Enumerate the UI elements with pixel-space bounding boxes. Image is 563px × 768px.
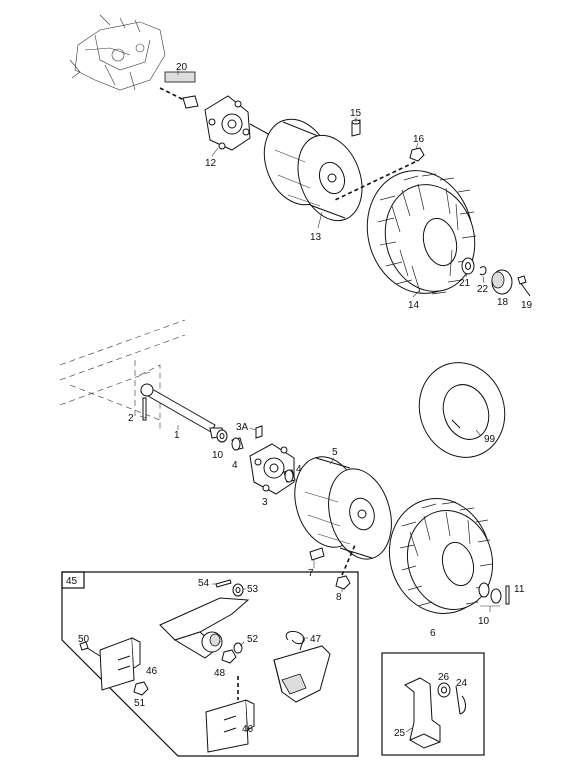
rim-13: [263, 118, 363, 222]
hub-12: [204, 95, 271, 151]
callout-5: 5: [332, 447, 338, 458]
nut-51: [133, 681, 149, 696]
callout-22: 22: [477, 284, 489, 295]
callout-6: 6: [430, 628, 436, 639]
callout-54: 54: [198, 578, 210, 589]
callout-21: 21: [459, 278, 471, 289]
callout-7: 7: [308, 568, 314, 579]
clip-22: [479, 266, 487, 276]
callout-99: 99: [484, 434, 496, 445]
callout-16: 16: [413, 134, 425, 145]
screw-3a: [255, 425, 263, 439]
callout-46-left: 46: [146, 666, 158, 677]
callout-12: 12: [205, 158, 217, 169]
washer-10-lower: [478, 582, 502, 612]
nut-8: [335, 544, 356, 590]
pin-54: [215, 579, 232, 588]
bushing-4-left: [231, 437, 244, 451]
nut-16: [334, 147, 425, 201]
callout-18: 18: [497, 297, 509, 308]
callout-20: 20: [176, 62, 188, 73]
plate-46-left: [99, 637, 141, 691]
inner-tube-99: [418, 362, 506, 458]
callout-24: 24: [456, 678, 468, 689]
tractor-frame-upper: [69, 14, 166, 91]
plate-46-lower: [205, 676, 255, 753]
axle-bar-20: [159, 71, 199, 109]
washer-21: [461, 257, 475, 275]
clip-24: [455, 685, 466, 715]
callout-19: 19: [521, 300, 533, 311]
callout-4-right: 4: [296, 464, 302, 475]
callout-45: 45: [66, 576, 78, 587]
callout-46-lower: 46: [242, 724, 254, 735]
pin-2: [142, 397, 147, 421]
callout-47: 47: [310, 634, 322, 645]
detail-box-25: [381, 652, 485, 756]
bushing-4-right: [283, 469, 296, 483]
cap-18: [491, 269, 513, 295]
callout-48: 48: [214, 668, 226, 679]
callout-51: 51: [134, 698, 146, 709]
callout-11: 11: [514, 584, 525, 595]
callout-50: 50: [78, 634, 90, 645]
callout-2: 2: [128, 413, 134, 424]
pin-11: [505, 585, 510, 605]
callout-52: 52: [247, 634, 259, 645]
detail-box-45: [61, 571, 359, 757]
callout-53: 53: [247, 584, 259, 595]
callout-1: 1: [174, 430, 180, 441]
rim-5: [294, 456, 392, 560]
arm-25: [404, 677, 441, 749]
washer-53: [232, 583, 244, 597]
bolt-19: [517, 275, 531, 297]
washer-10-upper: [216, 429, 228, 443]
callout-labels: 20 12 15 16 13 21 22 18 19 14 2 1 3A 10 …: [66, 62, 533, 739]
callout-10-upper: 10: [212, 450, 224, 461]
spring-clip-47: [285, 631, 305, 651]
bolt-50: [79, 641, 101, 657]
valve-7: [309, 547, 325, 561]
washer-52: [233, 642, 243, 654]
lever-bracket: [159, 597, 250, 659]
callout-15: 15: [350, 108, 362, 119]
valve-15: [351, 119, 361, 137]
callout-3: 3: [262, 497, 268, 508]
callout-25: 25: [394, 728, 406, 739]
weight-bracket: [273, 645, 331, 703]
tire-14: [366, 170, 477, 295]
hub-3: [249, 443, 295, 495]
callout-13: 13: [310, 232, 322, 243]
callout-8: 8: [336, 592, 342, 603]
callout-4-left: 4: [232, 460, 238, 471]
callout-26: 26: [438, 672, 450, 683]
washer-26: [437, 682, 451, 698]
leader-lines: [139, 415, 482, 733]
callout-3a: 3A: [236, 422, 249, 433]
callout-14: 14: [408, 300, 420, 311]
axle-1: [140, 383, 225, 439]
nut-48: [221, 649, 237, 664]
tractor-frame-lower: [59, 319, 186, 430]
tire-6: [388, 498, 494, 614]
callout-10-lower: 10: [478, 616, 490, 627]
